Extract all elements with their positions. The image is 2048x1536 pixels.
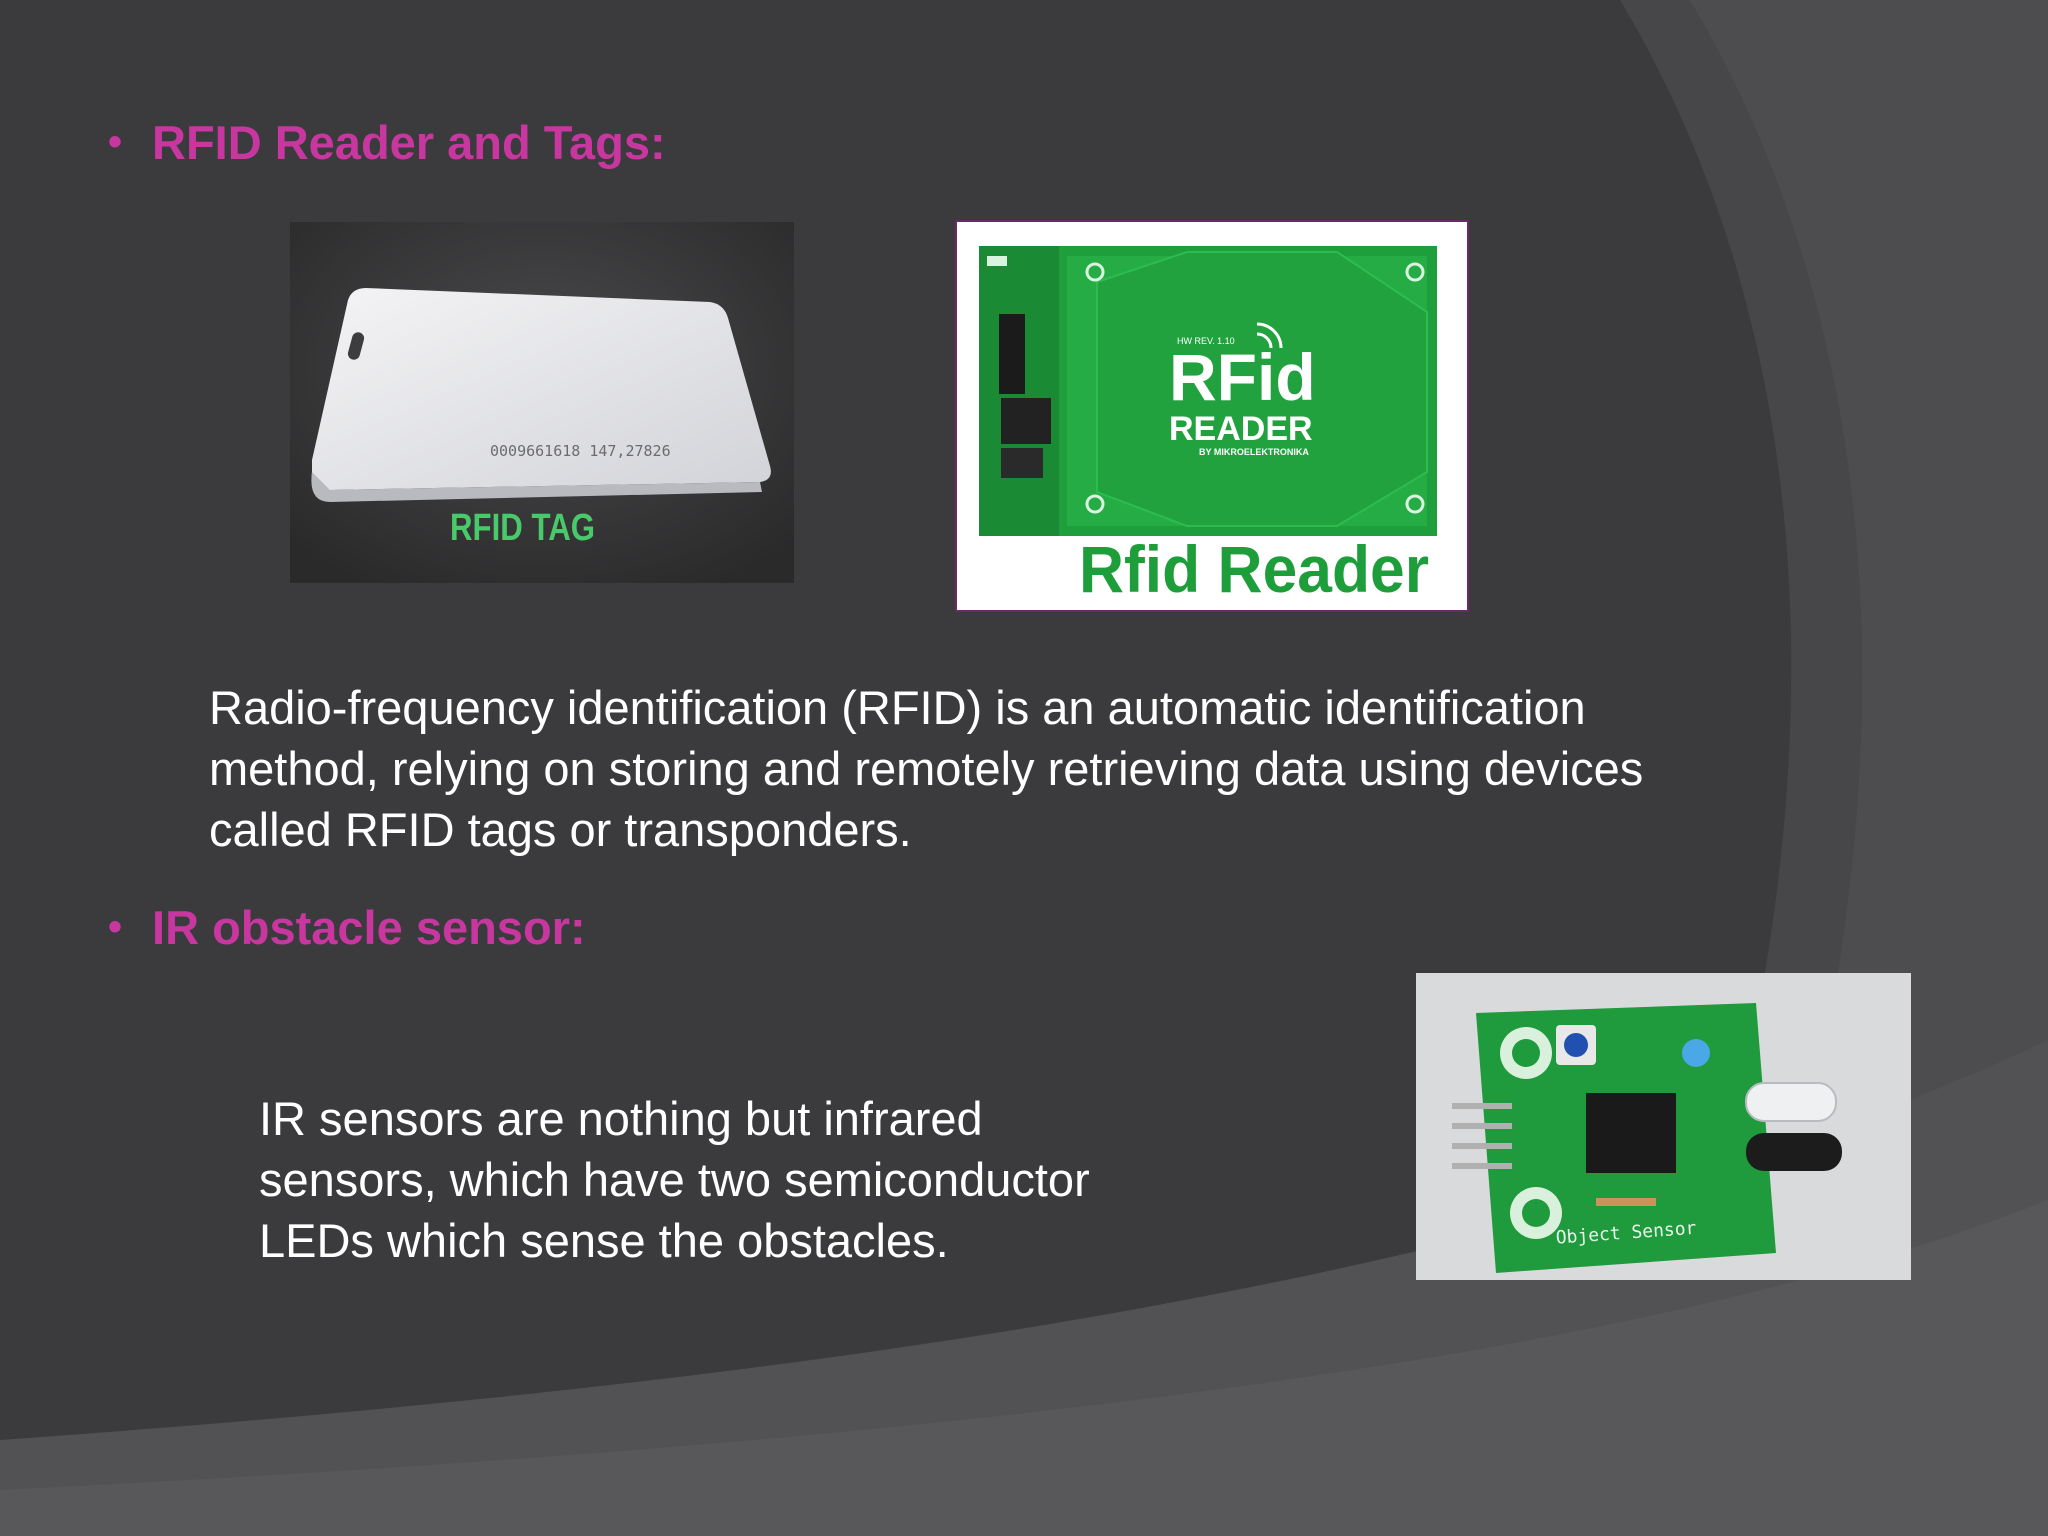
rfid-reader-image: HW REV. 1.10 RFid READER BY MIKROELEKTRO… bbox=[955, 220, 1469, 612]
rfid-description: Radio-frequency identification (RFID) is… bbox=[209, 677, 1643, 860]
bullet-ir-heading: • IR obstacle sensor: bbox=[108, 900, 586, 955]
board-maker-text: BY MIKROELEKTRONIKA bbox=[1199, 447, 1309, 457]
ir-sensor-image: Object Sensor bbox=[1416, 973, 1911, 1280]
bullet-rfid-heading: • RFID Reader and Tags: bbox=[108, 115, 666, 170]
bullet-marker: • bbox=[108, 120, 123, 164]
rfid-description-line-3: called RFID tags or transponders. bbox=[209, 803, 912, 856]
rfid-heading: RFID Reader and Tags: bbox=[152, 116, 666, 169]
board-logo-top: RFid bbox=[1169, 340, 1316, 414]
ir-description: IR sensors are nothing but infrared sens… bbox=[259, 1088, 1090, 1271]
ir-description-line-2: sensors, which have two semiconductor bbox=[259, 1153, 1090, 1206]
board-rev-text: HW REV. 1.10 bbox=[1177, 336, 1235, 346]
rfid-description-line-1: Radio-frequency identification (RFID) is… bbox=[209, 681, 1586, 734]
ir-description-line-3: LEDs which sense the obstacles. bbox=[259, 1214, 949, 1267]
bullet-marker: • bbox=[108, 905, 123, 949]
rfid-tag-image: 0009661618 147,27826 RFID TAG bbox=[290, 222, 794, 583]
ir-heading: IR obstacle sensor: bbox=[152, 901, 586, 954]
ir-description-line-1: IR sensors are nothing but infrared bbox=[259, 1092, 983, 1145]
card-number-text: 0009661618 147,27826 bbox=[490, 442, 671, 460]
board-logo-bottom: READER bbox=[1169, 410, 1313, 448]
rfid-tag-caption: RFID TAG bbox=[450, 507, 595, 549]
rfid-description-line-2: method, relying on storing and remotely … bbox=[209, 742, 1644, 795]
rfid-reader-caption: Rfid Reader bbox=[1079, 532, 1429, 606]
